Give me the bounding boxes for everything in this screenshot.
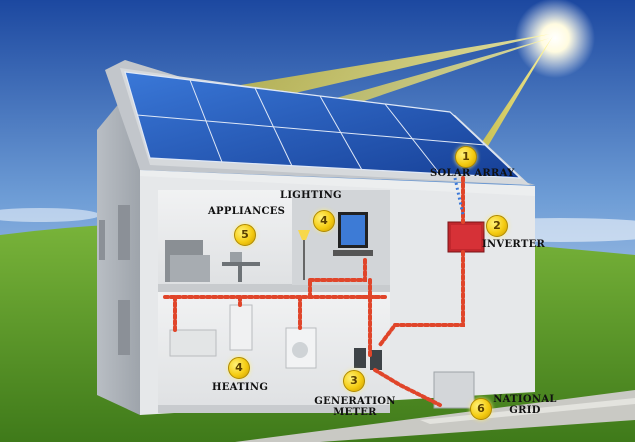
badge-heating: 4 [228,357,250,379]
badge-inverter: 2 [486,215,508,237]
sun-icon [515,0,595,78]
lamp-icon [298,230,310,280]
solar-panels [124,71,522,179]
tv-icon [333,212,373,256]
label-national-grid-line1: NATIONAL [493,394,557,405]
badge-national-grid: 6 [470,398,492,420]
badge-appliances: 5 [234,224,256,246]
badge-generation-meter: 3 [343,370,365,392]
label-generation-meter-line2: METER [333,407,377,418]
label-appliances: APPLIANCES [208,206,286,217]
label-inverter: INVERTER [482,239,546,250]
badge-lighting: 4 [313,210,335,232]
label-generation-meter: GENERATION METER [313,396,397,418]
badge-solar-array: 1 [455,146,477,168]
label-national-grid: NATIONAL GRID [490,394,560,416]
label-lighting: LIGHTING [280,190,342,201]
label-generation-meter-line1: GENERATION [314,396,396,407]
label-solar-array: SOLAR ARRAY [430,168,515,179]
label-heating: HEATING [212,382,269,393]
label-national-grid-line2: GRID [509,405,541,416]
